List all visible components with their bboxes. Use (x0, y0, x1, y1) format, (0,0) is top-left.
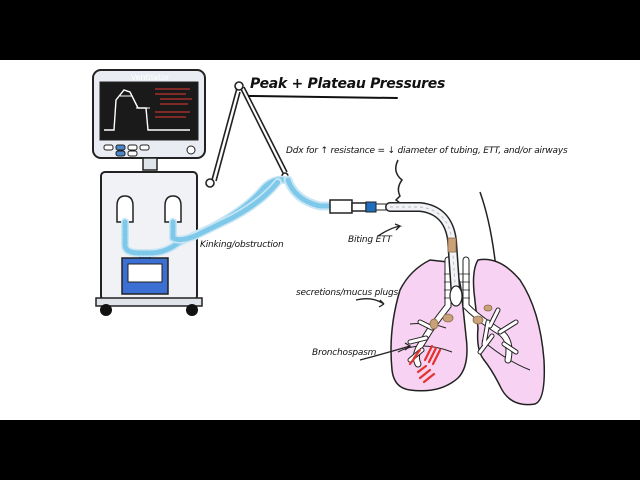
kinking-annotation: Kinking/obstruction (200, 240, 284, 250)
arrow-biting (377, 223, 403, 237)
bronchial-tree (407, 256, 519, 384)
ventilator-base (95, 297, 203, 307)
bite-point (447, 237, 457, 253)
diagram-drawing (92, 69, 546, 406)
support-arm (205, 81, 289, 188)
bronchospasm-marks (408, 344, 442, 384)
humidifier-window (127, 263, 163, 283)
ventilator-label: Ventilator (130, 73, 170, 82)
port-left (116, 195, 134, 223)
secretions-annotation: secretions/mucus plugs (296, 288, 398, 298)
mucus-plugs (429, 304, 493, 330)
screen-alarm-lines (155, 88, 192, 118)
arrow-bronchospasm (359, 342, 412, 361)
endotracheal-tube (385, 202, 463, 307)
monitor-buttons (103, 144, 196, 157)
ddx-annotation: Ddx for ↑ resistance = ↓ diameter of tub… (286, 146, 568, 156)
annotation-arrows (355, 223, 412, 361)
pressure-waveform (104, 89, 190, 131)
ventilator (92, 69, 206, 316)
ett-connector (329, 199, 391, 214)
biting-annotation: Biting ETT (348, 235, 392, 245)
ett-cuff (449, 285, 463, 307)
ventilator-circuit (121, 175, 337, 257)
monitor-stem (142, 157, 158, 171)
diagram-canvas: Ventilator Peak + Plateau Pressures Ddx … (0, 60, 640, 420)
arrow-secretions (355, 298, 385, 308)
wheel-icon (100, 304, 112, 316)
diagram-title: Peak + Plateau Pressures (250, 76, 445, 92)
wheel-icon (186, 304, 198, 316)
port-right (164, 195, 182, 223)
bronchospasm-annotation: Bronchospasm (312, 348, 377, 358)
